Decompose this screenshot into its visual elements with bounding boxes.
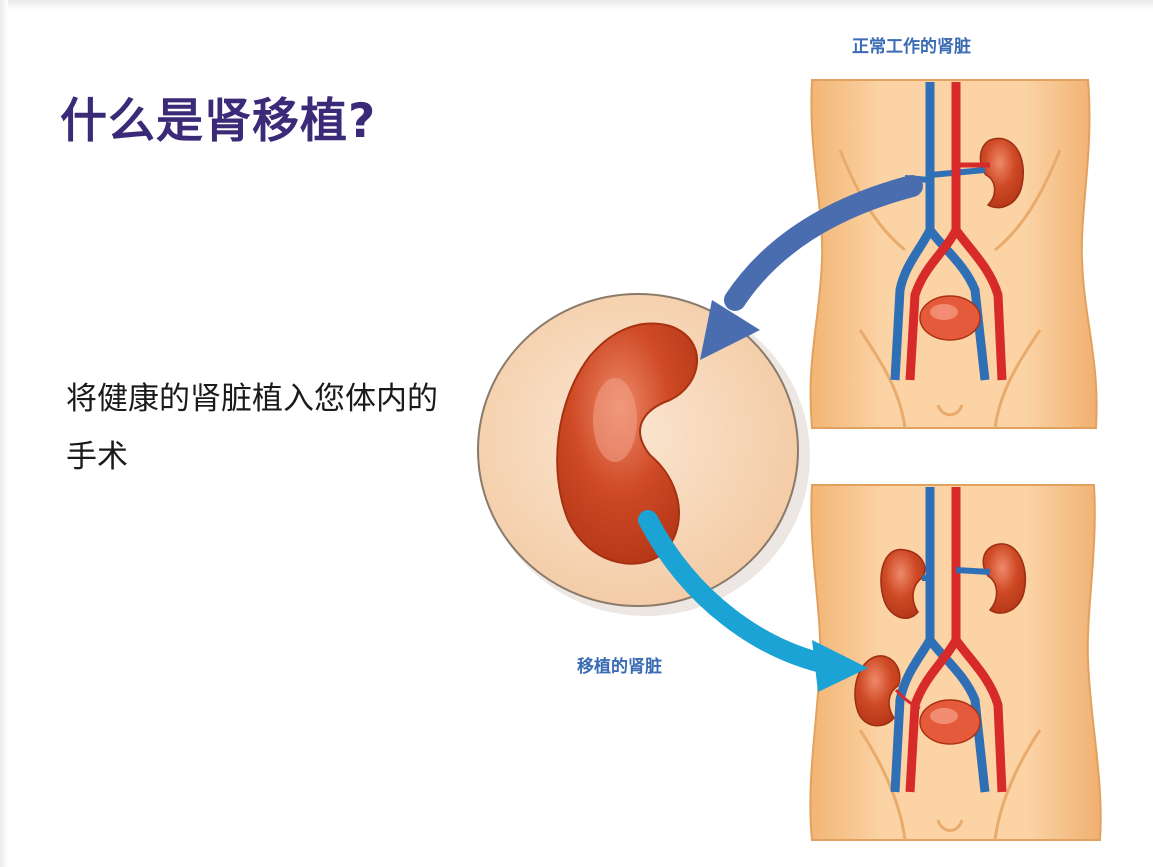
normal-torso-figure <box>811 80 1097 428</box>
magnified-kidney-circle <box>478 294 810 616</box>
caption-normal-kidney: 正常工作的肾脏 <box>852 32 971 57</box>
caption-transplanted-kidney: 移植的肾脏 <box>577 652 662 677</box>
